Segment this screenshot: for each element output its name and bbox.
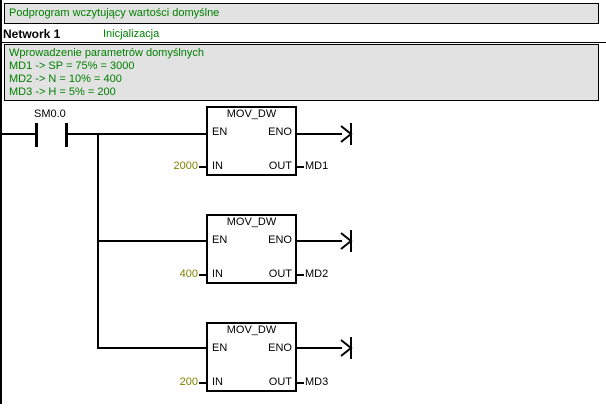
wire bbox=[68, 133, 206, 135]
in-pin-label: IN bbox=[212, 268, 223, 280]
in-value[interactable]: 200 bbox=[179, 376, 198, 388]
network-comment-line: MD2 -> N = 10% = 400 bbox=[9, 73, 122, 85]
mov-dw-block-3[interactable] bbox=[206, 322, 297, 392]
rung-3: MOV_DW EN ENO IN OUT 200 MD3 bbox=[0, 322, 606, 392]
pou-comment-text: Podprogram wczytujący wartości domyślne bbox=[9, 7, 220, 19]
eno-output-arrow bbox=[297, 123, 353, 145]
in-pin-label: IN bbox=[212, 160, 223, 172]
out-operand[interactable]: MD3 bbox=[305, 376, 329, 388]
out-pin-label: OUT bbox=[268, 376, 292, 388]
power-rail bbox=[0, 0, 2, 404]
eno-output-arrow bbox=[297, 230, 353, 252]
wire bbox=[97, 240, 206, 242]
eno-pin-label: ENO bbox=[268, 342, 292, 354]
block-title[interactable]: MOV_DW bbox=[226, 216, 277, 228]
network-comment-line: MD3 -> H = 5% = 200 bbox=[9, 86, 116, 98]
en-pin-label: EN bbox=[212, 234, 228, 246]
network-separator-line bbox=[0, 42, 606, 43]
en-pin-label: EN bbox=[212, 126, 228, 138]
network-title[interactable]: Inicjalizacja bbox=[103, 28, 160, 40]
out-operand[interactable]: MD2 bbox=[305, 268, 329, 280]
network-comment-line: MD1 -> SP = 75% = 3000 bbox=[9, 60, 135, 72]
out-stub bbox=[297, 382, 304, 384]
block-title[interactable]: MOV_DW bbox=[226, 108, 277, 120]
contact-sm0-0[interactable] bbox=[35, 123, 68, 147]
in-value[interactable]: 2000 bbox=[173, 160, 198, 172]
out-pin-label: OUT bbox=[268, 268, 292, 280]
in-stub bbox=[199, 382, 207, 384]
rung-2: MOV_DW EN ENO IN OUT 400 MD2 bbox=[0, 214, 606, 284]
eno-output-arrow bbox=[297, 337, 353, 359]
rung-1: MOV_DW EN ENO IN OUT 2000 MD1 bbox=[0, 106, 606, 176]
block-title[interactable]: MOV_DW bbox=[226, 324, 277, 336]
in-stub bbox=[199, 274, 207, 276]
out-stub bbox=[297, 166, 304, 168]
network-label[interactable]: Network 1 bbox=[3, 27, 61, 41]
mov-dw-block-1[interactable] bbox=[206, 106, 297, 176]
network-title-row: Network 1 Inicjalizacja bbox=[0, 27, 606, 41]
in-stub bbox=[199, 166, 207, 168]
wire bbox=[97, 347, 206, 349]
out-operand[interactable]: MD1 bbox=[305, 160, 329, 172]
contact-operand[interactable]: SM0.0 bbox=[34, 108, 66, 120]
pou-comment-bar[interactable]: Podprogram wczytujący wartości domyślne bbox=[4, 3, 599, 24]
in-value[interactable]: 400 bbox=[179, 268, 198, 280]
out-stub bbox=[297, 274, 304, 276]
eno-pin-label: ENO bbox=[268, 234, 292, 246]
eno-pin-label: ENO bbox=[268, 126, 292, 138]
en-pin-label: EN bbox=[212, 342, 228, 354]
in-pin-label: IN bbox=[212, 376, 223, 388]
network-comment-line: Wprowadzenie parametrów domyślnych bbox=[9, 47, 205, 59]
out-pin-label: OUT bbox=[268, 160, 292, 172]
network-comment-box[interactable]: Wprowadzenie parametrów domyślnych MD1 -… bbox=[4, 44, 599, 101]
mov-dw-block-2[interactable] bbox=[206, 214, 297, 284]
wire bbox=[0, 133, 36, 135]
